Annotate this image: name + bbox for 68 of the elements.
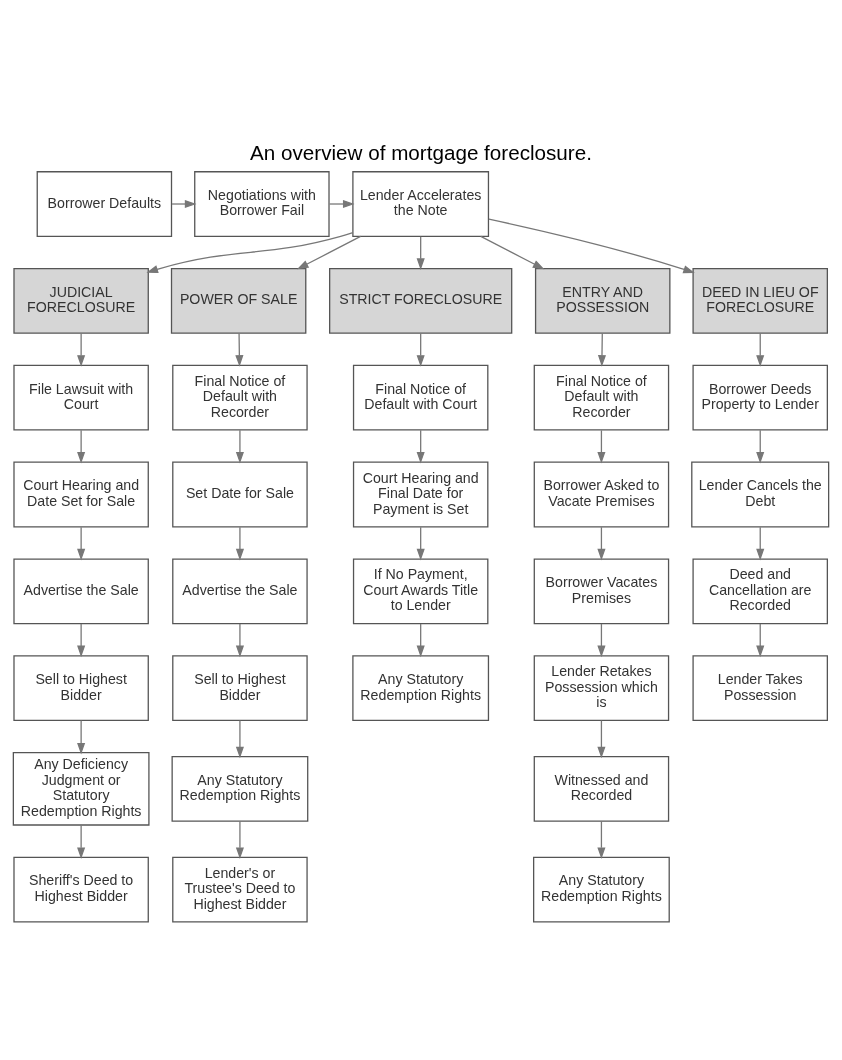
arrow xyxy=(756,623,765,658)
node-box: Borrower Vacates Premises xyxy=(533,558,670,625)
arrow xyxy=(416,332,425,367)
node-box: ENTRY AND POSSESSION xyxy=(534,267,671,334)
arrow xyxy=(77,824,86,860)
node-box: Borrower Deeds Property to Lender xyxy=(692,364,828,431)
arrow xyxy=(756,526,765,561)
node-box: DEED IN LIEU OF FORECLOSURE xyxy=(692,267,828,334)
node-box: Sheriff's Deed to Highest Bidder xyxy=(13,856,149,923)
arrow xyxy=(488,218,695,274)
node-box: Any Statutory Redemption Rights xyxy=(352,655,490,722)
arrow xyxy=(480,235,545,270)
arrow xyxy=(77,623,86,658)
arrow xyxy=(77,526,86,561)
arrow xyxy=(416,236,425,270)
node-box: If No Payment, Court Awards Title to Lender xyxy=(352,558,489,625)
arrow xyxy=(235,429,244,464)
arrow xyxy=(77,332,86,367)
arrow xyxy=(597,719,606,759)
arrow xyxy=(77,719,86,755)
node-box: Any Statutory Redemption Rights xyxy=(171,755,309,822)
diagram-title: An overview of mortgage foreclosure. xyxy=(250,140,592,164)
arrow xyxy=(146,231,354,274)
node-box: POWER OF SALE xyxy=(170,267,307,334)
node-box: File Lawsuit with Court xyxy=(13,364,149,431)
arrow xyxy=(296,235,362,270)
arrow xyxy=(328,199,355,209)
node-box: JUDICIAL FORECLOSURE xyxy=(13,267,149,334)
node-box: STRICT FORECLOSURE xyxy=(329,267,513,334)
node-box: Any Statutory Redemption Rights xyxy=(533,856,670,923)
node-box: Lender Retakes Possession which is xyxy=(533,655,670,722)
arrow xyxy=(597,820,606,860)
arrow xyxy=(235,526,244,561)
node-box: Borrower Defaults xyxy=(36,171,173,237)
arrow xyxy=(597,526,606,561)
arrow xyxy=(235,332,244,367)
arrow xyxy=(235,623,244,658)
node-box: Advertise the Sale xyxy=(13,558,149,625)
node-box: Set Date for Sale xyxy=(172,461,308,528)
arrow xyxy=(416,429,425,464)
arrow xyxy=(756,332,765,367)
arrow xyxy=(597,332,607,367)
node-box: Final Notice of Default with Recorder xyxy=(533,364,670,431)
arrow xyxy=(235,719,244,759)
arrow xyxy=(235,820,244,860)
node-box: Court Hearing and Final Date for Payment is Set xyxy=(352,461,489,528)
arrow xyxy=(416,526,425,561)
node-box: Final Notice of Default with Court xyxy=(352,364,489,431)
node-box: Lender Accelerates the Note xyxy=(352,171,490,237)
arrow xyxy=(756,429,765,464)
arrow xyxy=(77,429,86,464)
node-box: Final Notice of Default with Recorder xyxy=(172,364,308,431)
node-box: Sell to Highest Bidder xyxy=(172,655,308,722)
arrow xyxy=(171,199,197,209)
node-box: Sell to Highest Bidder xyxy=(13,655,149,722)
node-box: Deed and Cancellation are Recorded xyxy=(692,558,828,625)
arrow xyxy=(416,623,425,658)
node-box: Borrower Asked to Vacate Premises xyxy=(533,461,670,528)
arrow xyxy=(597,623,606,658)
node-box: Court Hearing and Date Set for Sale xyxy=(13,461,149,528)
node-box: Lender Takes Possession xyxy=(692,655,828,722)
arrow xyxy=(597,429,606,464)
node-box: Witnessed and Recorded xyxy=(533,755,670,822)
node-box: Lender Cancels the Debt xyxy=(691,461,830,528)
node-box: Advertise the Sale xyxy=(172,558,308,625)
node-box: Any Deficiency Judgment or Statutory Redemption Rights xyxy=(12,752,150,826)
node-box: Lender's or Trustee's Deed to Highest Bidder xyxy=(172,856,308,923)
node-box: Negotiations with Borrower Fail xyxy=(194,171,330,237)
